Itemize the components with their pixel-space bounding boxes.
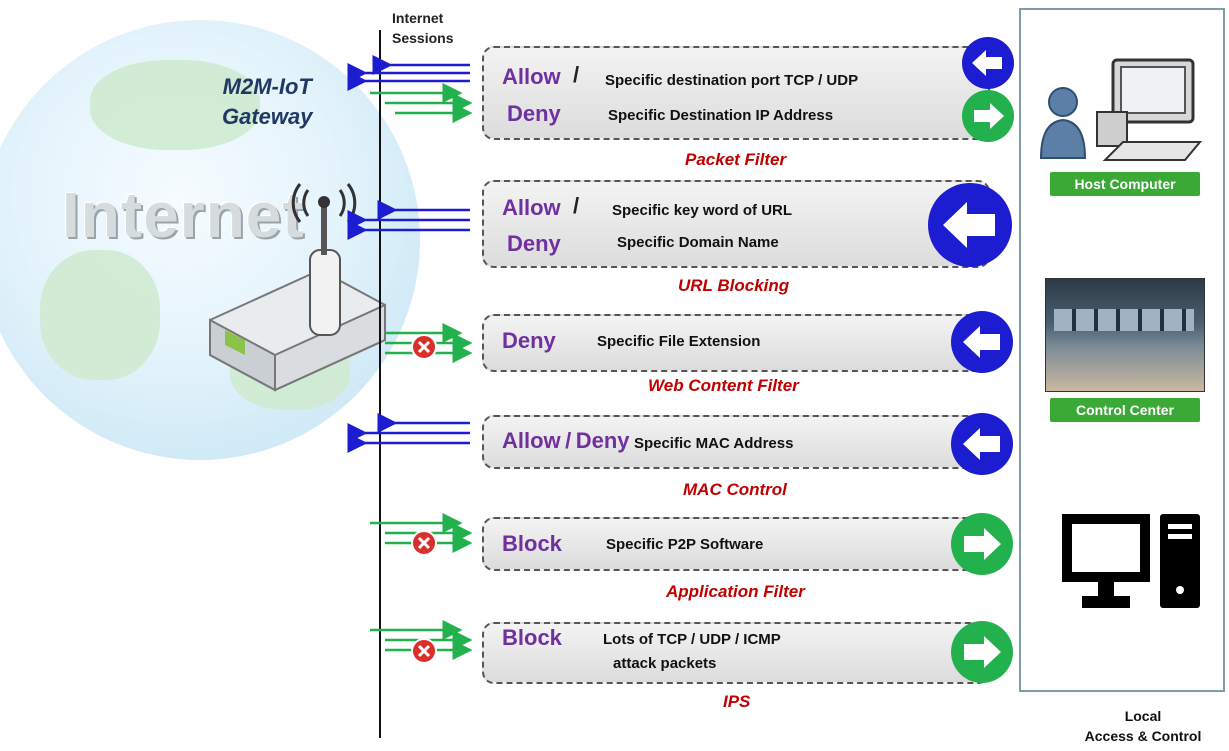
arrow-left-circle-icon (962, 37, 1014, 89)
host-computer-icon (1039, 58, 1203, 161)
desktop-computer-icon (1062, 514, 1200, 608)
local-label-line2: Access & Control (1084, 728, 1202, 744)
packet-filter-box (482, 46, 990, 140)
rule-action-slash: / (573, 193, 580, 218)
gateway-title-line1: M2M-IoT (222, 74, 312, 99)
rule-description: Specific File Extension (597, 333, 761, 350)
local-label-line1: Local (1124, 708, 1162, 724)
rule-action-slash: / (565, 428, 572, 453)
arrow-left-circle-icon (951, 311, 1013, 373)
arrow-left-circle-icon (951, 413, 1013, 475)
control-center-label: Control Center (1050, 398, 1200, 422)
rule-action-deny: Deny (502, 328, 556, 353)
mac-control-box (482, 415, 990, 469)
packet-filter-caption: Packet Filter (685, 150, 787, 169)
rule-action-slash: / (573, 62, 580, 87)
rule-description: Specific P2P Software (606, 536, 764, 553)
arrow-right-circle-icon (951, 513, 1013, 575)
internet-background-text: Internet (62, 179, 305, 251)
rule-action-deny: Deny (507, 231, 561, 256)
rule-description: Lots of TCP / UDP / ICMP (603, 631, 781, 648)
url-blocking-box (482, 180, 990, 268)
session-flow-arrows (347, 55, 473, 660)
rule-description: Specific destination port TCP / UDP (605, 72, 859, 89)
web-content-filter-caption: Web Content Filter (648, 376, 799, 395)
mac-control-caption: MAC Control (683, 480, 787, 499)
rule-description: Specific key word of URL (612, 202, 793, 219)
rule-description: attack packets (613, 655, 717, 672)
web-content-filter-box (482, 314, 990, 372)
router-icon (209, 183, 386, 392)
arrow-right-circle-icon (962, 90, 1014, 142)
control-center-image (1045, 278, 1205, 392)
gateway-title-line2: Gateway (222, 104, 313, 129)
rule-action-deny: Deny (575, 428, 630, 453)
rule-action-block: Block (502, 531, 562, 556)
rule-description: Specific Destination IP Address (608, 107, 834, 124)
session-line (379, 30, 381, 738)
mac-control-actions: Allow / Deny Specific MAC Address (502, 428, 793, 454)
globe-land (40, 250, 160, 380)
sessions-label: Internet Sessions (392, 8, 453, 48)
host-computer-label: Host Computer (1050, 172, 1200, 196)
rule-action-allow: Allow (502, 64, 561, 89)
sessions-line2: Sessions (392, 30, 454, 46)
sessions-line1: Internet (392, 10, 444, 26)
rule-action-deny: Deny (507, 101, 561, 126)
url-blocking-caption: URL Blocking (678, 276, 790, 295)
rule-action-allow: Allow (502, 428, 561, 453)
rule-action-allow: Allow (502, 195, 561, 220)
local-access-label: Local Access & Control (1073, 706, 1213, 746)
block-x-icon (411, 638, 437, 664)
arrow-right-circle-icon (951, 621, 1013, 683)
application-filter-caption: Application Filter (666, 582, 805, 601)
application-filter-box (482, 517, 990, 571)
rule-description: Specific Domain Name (617, 234, 779, 251)
arrow-left-circle-icon (928, 183, 1012, 267)
rule-action-block: Block (502, 625, 562, 650)
globe-land (90, 60, 260, 150)
control-center-screens (1054, 309, 1194, 331)
block-x-icon (411, 530, 437, 556)
block-x-icon (411, 334, 437, 360)
ips-caption: IPS (723, 692, 751, 711)
gateway-title: M2M-IoT Gateway (222, 72, 313, 132)
rule-description: Specific MAC Address (633, 435, 794, 452)
